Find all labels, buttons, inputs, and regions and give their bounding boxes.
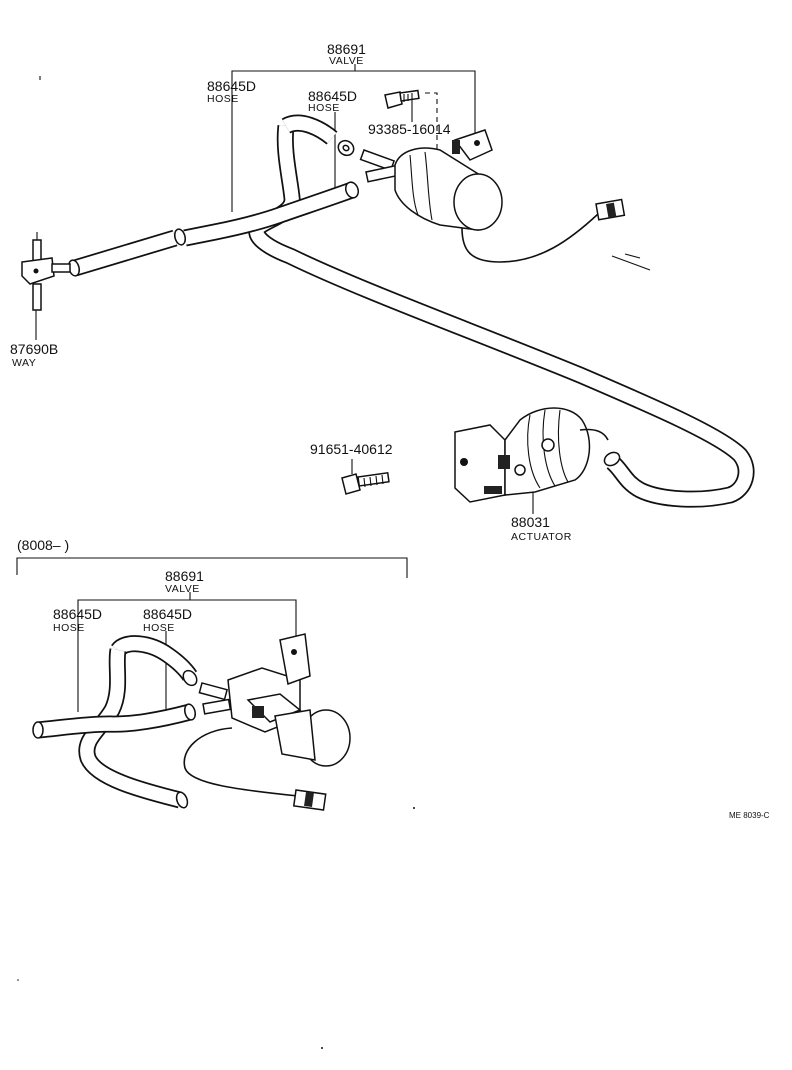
upper-valve-label: VALVE [329,55,364,67]
lower-hose-a-label: HOSE [53,622,85,634]
lower-valve-part-number: 88691 [165,568,204,584]
lower-valve-label: VALVE [165,583,200,595]
upper-hose-b-part-number: 88645D [308,88,357,104]
lower-hose-b-label: HOSE [143,622,175,634]
screw-91651 [341,471,390,495]
upper-vacuum-valve [359,129,626,263]
screw-part-number: 91651-40612 [310,441,393,457]
upper-hose-a-label: HOSE [207,93,239,105]
upper-hose-b-label: HOSE [308,102,340,114]
lower-assembly: (8008– ) 88691 VALVE 88645D HOSE 88645D … [16,537,408,811]
lower-hose-straight [32,703,197,739]
bolt-93385 [384,89,420,109]
way-label: WAY [12,357,36,369]
way-part-number: 87690B [10,341,58,357]
upper-assembly: 88691 VALVE 88645D HOSE 88645D HOSE 9338… [10,41,755,543]
lower-hose-b-part-number: 88645D [143,606,192,622]
lower-hose-loop [78,635,198,809]
three-way-connector [21,232,71,311]
actuator-88031 [454,407,609,503]
lower-vacuum-valve [183,633,351,811]
upper-hose-short [67,181,360,277]
lower-date-range: (8008– ) [17,537,69,553]
upper-valve-part-number: 88691 [327,41,366,57]
bolt-part-number: 93385-16014 [368,121,451,137]
actuator-label: ACTUATOR [511,531,572,543]
actuator-part-number: 88031 [511,514,550,530]
figure-code: ME 8039-C [729,811,770,820]
